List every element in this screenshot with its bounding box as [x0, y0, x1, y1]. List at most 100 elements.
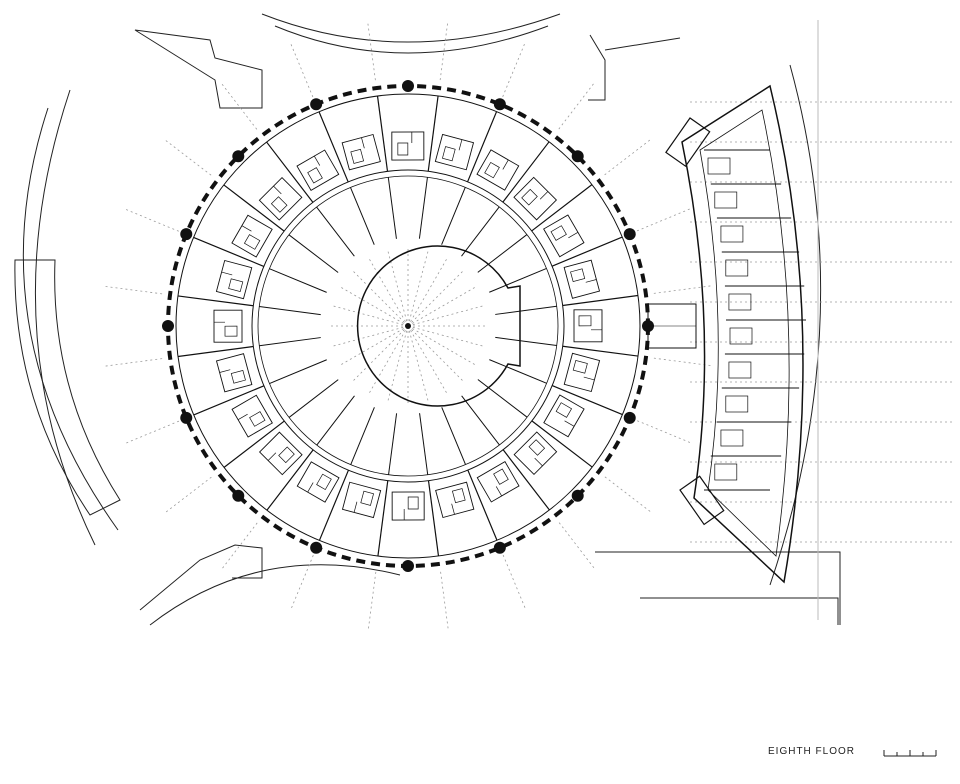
- stair-tower-bottom: [679, 475, 725, 526]
- corridor-spoke: [441, 407, 466, 465]
- site-ray: [221, 83, 258, 130]
- corridor-spoke: [288, 234, 339, 273]
- site-ray: [290, 44, 314, 98]
- right-outer-curve: [769, 64, 822, 586]
- corridor-spoke: [269, 359, 327, 384]
- column: [623, 411, 636, 424]
- corridor-spoke: [477, 379, 528, 418]
- atrium-ray: [386, 248, 409, 327]
- atrium-ray: [367, 325, 409, 396]
- service-core: [341, 481, 382, 519]
- service-core: [341, 133, 381, 171]
- bottom-left-block: [139, 544, 263, 611]
- service-core: [231, 214, 273, 258]
- wing-service-core: [728, 361, 752, 379]
- corridor-spoke: [495, 305, 557, 315]
- site-ray: [440, 571, 449, 629]
- service-core: [543, 214, 585, 258]
- outer-curved-wall: [34, 89, 96, 546]
- outer-curved-wall-inner: [22, 107, 119, 531]
- column: [402, 80, 414, 92]
- service-core: [563, 352, 601, 393]
- site-ray: [165, 476, 212, 513]
- facade-inner-ring: [175, 93, 641, 559]
- site-ray: [558, 522, 595, 569]
- service-core: [435, 481, 475, 519]
- atrium-ray: [338, 285, 409, 327]
- corridor-spoke: [316, 395, 355, 446]
- site-ray: [368, 571, 377, 629]
- bottom-arc-wall: [149, 564, 401, 626]
- atrium-ray: [407, 325, 486, 348]
- site-ray: [653, 357, 711, 366]
- unit-wall: [427, 95, 439, 172]
- wing-service-core: [714, 463, 738, 481]
- unit-wall: [223, 184, 285, 232]
- wing-service-core: [720, 429, 744, 447]
- corridor-spoke: [461, 395, 500, 446]
- atrium-ray: [407, 304, 486, 327]
- site-ray: [125, 209, 179, 232]
- unit-wall: [377, 480, 389, 557]
- corridor-spoke: [489, 268, 547, 293]
- atrium-ray: [407, 325, 449, 396]
- unit-wall: [467, 111, 498, 183]
- corridor-spoke: [489, 359, 547, 384]
- wing-service-core: [714, 191, 738, 209]
- corridor-spoke: [495, 336, 557, 346]
- service-core: [476, 149, 520, 191]
- stair-tower-top: [665, 117, 711, 168]
- curved-terrace: [14, 259, 121, 516]
- corridor-spoke: [441, 187, 466, 245]
- bottom-right-block: [595, 551, 841, 625]
- unit-wall: [177, 295, 254, 307]
- atrium-ray: [330, 325, 409, 348]
- site-ray: [126, 420, 180, 444]
- atrium-ray: [407, 248, 430, 327]
- atrium-ray: [407, 325, 465, 383]
- site-ray: [604, 139, 651, 176]
- unit-wall: [193, 385, 265, 416]
- unit-wall: [531, 420, 593, 468]
- column: [180, 411, 193, 424]
- corridor-spoke: [418, 177, 428, 239]
- unit-wall: [193, 236, 265, 267]
- service-core: [231, 394, 273, 438]
- unit-wall: [467, 469, 498, 541]
- scale-bar: [883, 750, 937, 757]
- service-core: [296, 461, 340, 503]
- column: [310, 98, 323, 111]
- column: [493, 98, 506, 111]
- atrium-ray: [351, 325, 409, 383]
- atrium-ray: [407, 269, 465, 327]
- service-core: [213, 309, 243, 343]
- unit-wall: [562, 345, 639, 357]
- site-ray: [291, 555, 314, 609]
- site-ray: [105, 286, 163, 295]
- unit-wall: [318, 111, 349, 183]
- corridor-spoke: [387, 177, 397, 239]
- corridor-spoke: [259, 306, 321, 316]
- column: [493, 541, 506, 554]
- atrium-ray: [407, 285, 478, 327]
- unit-wall: [551, 236, 623, 267]
- atrium-ray: [407, 325, 430, 404]
- site-context: [14, 13, 841, 626]
- unit-wall: [502, 141, 550, 203]
- site-ray: [604, 476, 651, 512]
- unit-wall: [266, 449, 314, 511]
- column: [162, 320, 174, 332]
- service-core: [215, 259, 253, 300]
- top-left-block: [134, 29, 263, 109]
- column: [623, 228, 636, 241]
- service-core: [476, 461, 520, 503]
- service-core: [258, 176, 303, 221]
- site-ray: [165, 140, 212, 176]
- unit-wall: [223, 420, 285, 468]
- service-core: [258, 431, 303, 476]
- atrium-ray: [338, 325, 409, 367]
- atrium-ray: [407, 325, 478, 367]
- unit-wall: [177, 345, 254, 358]
- column: [232, 150, 245, 163]
